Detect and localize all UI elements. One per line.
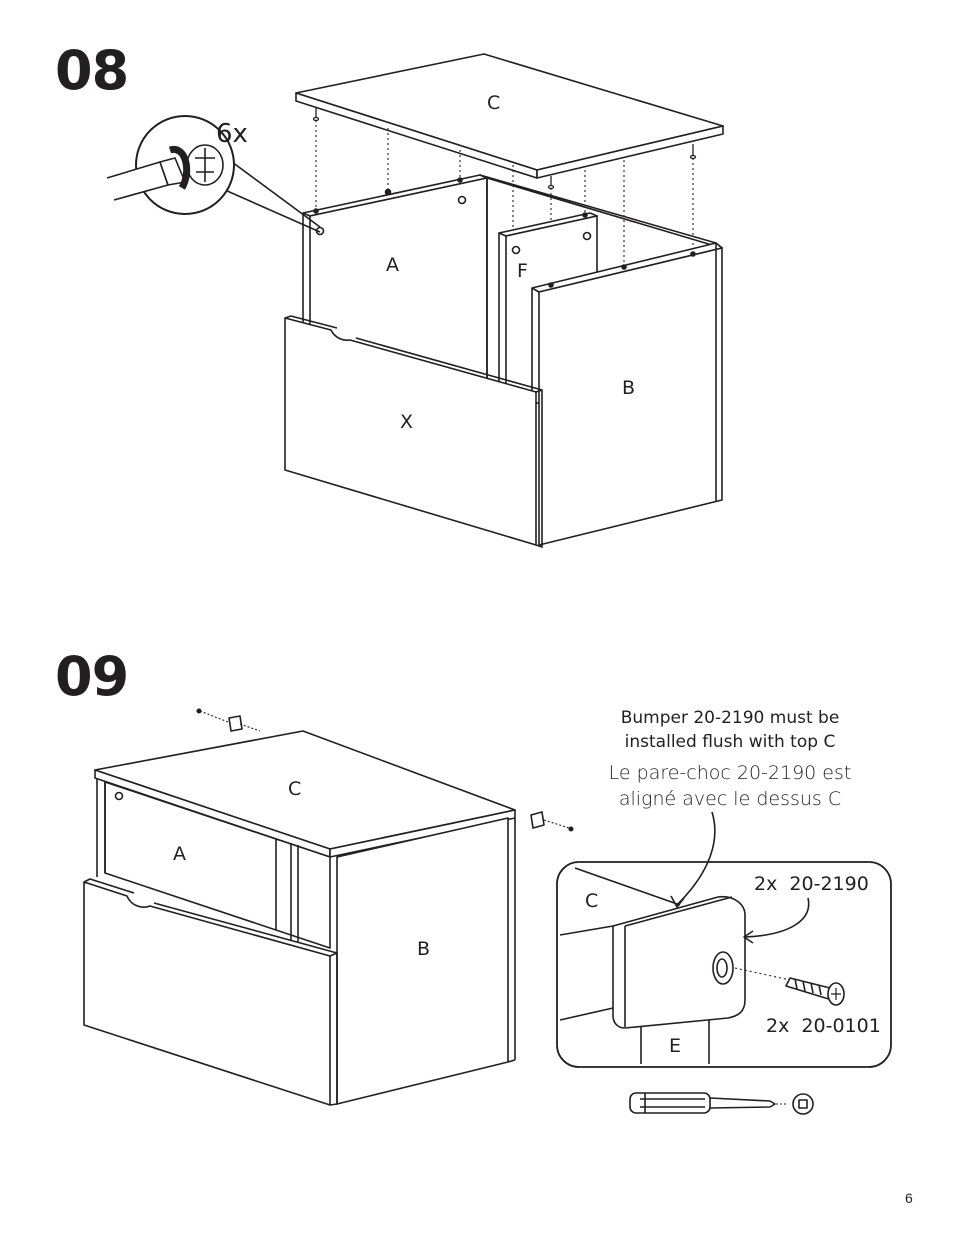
panel-b bbox=[531, 242, 723, 546]
note-fr-line-1: Le pare-choc 20-2190 est bbox=[608, 762, 852, 784]
panel-c-top bbox=[295, 53, 724, 179]
square-drive-icon bbox=[792, 1093, 814, 1115]
screwdriver-icon bbox=[106, 157, 186, 201]
step-09-label-c: C bbox=[288, 778, 302, 800]
bumper-part-callout: 2x 20-2190 bbox=[754, 873, 869, 895]
note-fr-line-2: aligné avec le dessus C bbox=[618, 788, 842, 810]
step-08-number: 08 bbox=[55, 39, 129, 102]
step-08-label-f: F bbox=[517, 260, 528, 282]
screwdriver-icon bbox=[629, 1092, 788, 1114]
step-08-quantity: 6x bbox=[216, 119, 248, 149]
detail-label-e: E bbox=[669, 1035, 682, 1057]
assembled-top-c bbox=[94, 730, 516, 858]
assembled-panel-b bbox=[336, 817, 516, 1105]
step-08-label-x: X bbox=[400, 411, 414, 433]
screw-part-callout: 2x 20-0101 bbox=[766, 1015, 881, 1037]
panel-x bbox=[284, 315, 543, 548]
step-08-label-b: B bbox=[622, 377, 636, 399]
step-08-label-c: C bbox=[487, 92, 501, 114]
page-number: 6 bbox=[905, 1190, 913, 1206]
detail-screw bbox=[734, 967, 845, 1006]
assembled-front bbox=[83, 878, 338, 1106]
step-08-label-a: A bbox=[386, 254, 399, 276]
callout-arrows bbox=[670, 811, 810, 944]
bumper-note-english: Bumper 20-2190 must be installed flush w… bbox=[580, 706, 880, 754]
bumper-note-french: Le pare-choc 20-2190 est aligné avec le … bbox=[580, 760, 880, 812]
bumper-screws bbox=[196, 708, 574, 832]
note-en-line-2: installed flush with top C bbox=[624, 732, 836, 752]
step-09-number: 09 bbox=[55, 645, 129, 708]
assembled-panel-a bbox=[96, 779, 331, 949]
step-09-label-a: A bbox=[173, 843, 186, 865]
detail-label-c: C bbox=[585, 890, 599, 912]
step-09-label-b: B bbox=[417, 938, 431, 960]
bumper-icon bbox=[228, 715, 545, 829]
note-en-line-1: Bumper 20-2190 must be bbox=[620, 708, 840, 728]
phillips-screw-icon bbox=[168, 144, 224, 190]
